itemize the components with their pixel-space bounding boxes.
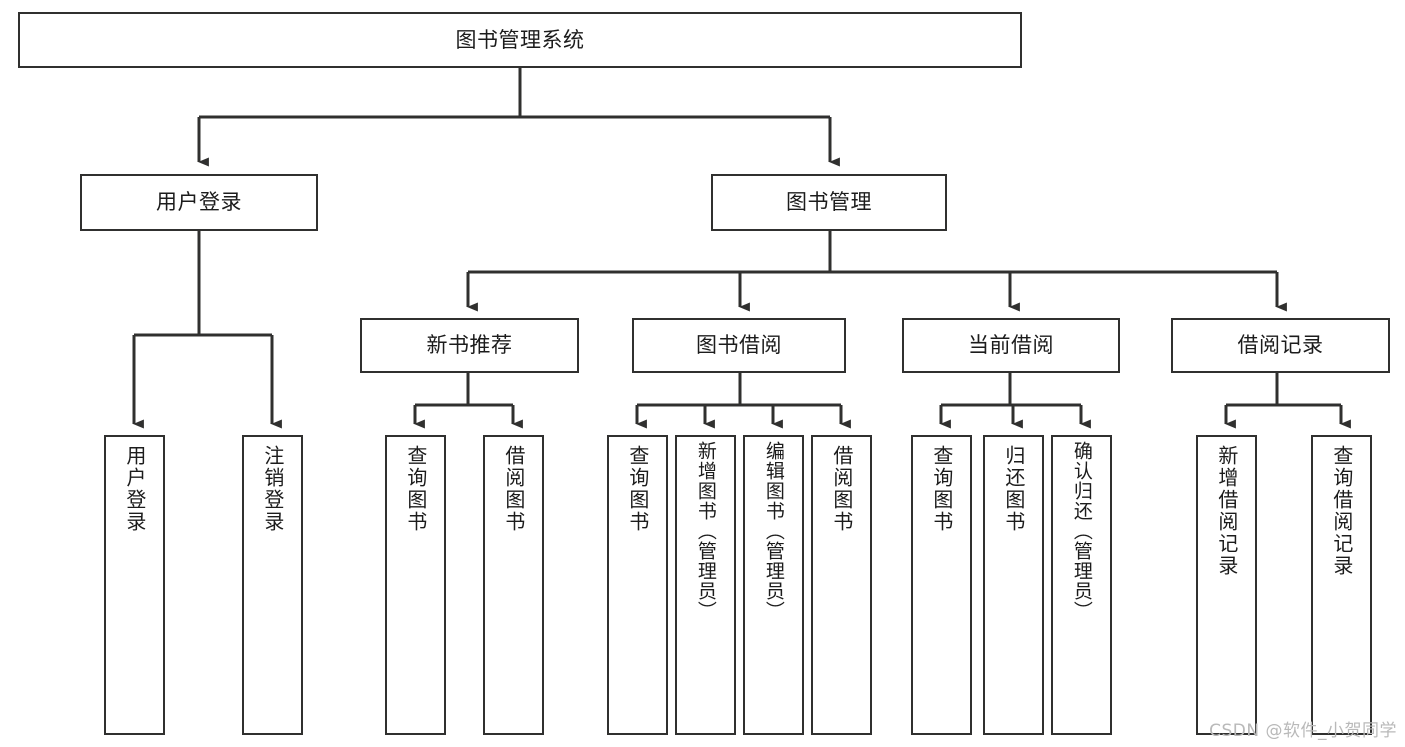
node-leaf-borrow-book-2[interactable]: 借阅图书	[811, 435, 872, 735]
node-user-login-label: 用户登录	[156, 190, 242, 215]
node-new-book-rec-label: 新书推荐	[426, 333, 513, 358]
node-leaf-return-book[interactable]: 归还图书	[983, 435, 1044, 735]
node-root-label: 图书管理系统	[455, 27, 585, 52]
node-current-borrow[interactable]: 当前借阅	[902, 318, 1120, 373]
node-book-manage-label: 图书管理	[786, 190, 872, 215]
node-leaf-confirm-return-label: 确认归还（管理员）	[1070, 441, 1093, 621]
node-leaf-query-book-2[interactable]: 查询图书	[607, 435, 668, 735]
node-borrow-record[interactable]: 借阅记录	[1171, 318, 1390, 373]
node-leaf-add-book-label: 新增图书（管理员）	[694, 441, 717, 621]
node-book-manage[interactable]: 图书管理	[711, 174, 947, 231]
node-current-borrow-label: 当前借阅	[968, 333, 1054, 358]
node-leaf-user-login[interactable]: 用户登录	[104, 435, 165, 735]
node-leaf-add-record-label: 新增借阅记录	[1214, 445, 1239, 577]
node-leaf-query-book-1-label: 查询图书	[403, 445, 428, 533]
node-leaf-user-login-label: 用户登录	[122, 445, 147, 533]
node-leaf-borrow-book-1-label: 借阅图书	[501, 445, 526, 533]
node-leaf-borrow-book-2-label: 借阅图书	[829, 445, 854, 533]
node-leaf-logout[interactable]: 注销登录	[242, 435, 303, 735]
node-user-login[interactable]: 用户登录	[80, 174, 318, 231]
node-root[interactable]: 图书管理系统	[18, 12, 1022, 68]
node-leaf-add-record[interactable]: 新增借阅记录	[1196, 435, 1257, 735]
node-leaf-edit-book[interactable]: 编辑图书（管理员）	[743, 435, 804, 735]
node-book-borrow-label: 图书借阅	[696, 333, 782, 358]
node-leaf-return-book-label: 归还图书	[1001, 445, 1026, 533]
node-new-book-rec[interactable]: 新书推荐	[360, 318, 579, 373]
node-leaf-logout-label: 注销登录	[260, 445, 285, 533]
node-leaf-query-book-1[interactable]: 查询图书	[385, 435, 446, 735]
node-leaf-query-book-3-label: 查询图书	[929, 445, 954, 533]
node-leaf-edit-book-label: 编辑图书（管理员）	[762, 441, 785, 621]
node-leaf-query-book-2-label: 查询图书	[625, 445, 650, 533]
node-book-borrow[interactable]: 图书借阅	[632, 318, 846, 373]
node-borrow-record-label: 借阅记录	[1237, 333, 1324, 358]
node-leaf-query-record[interactable]: 查询借阅记录	[1311, 435, 1372, 735]
node-leaf-query-book-3[interactable]: 查询图书	[911, 435, 972, 735]
csdn-watermark: CSDN @软件_小贺同学	[1209, 721, 1397, 741]
node-leaf-add-book[interactable]: 新增图书（管理员）	[675, 435, 736, 735]
node-leaf-confirm-return[interactable]: 确认归还（管理员）	[1051, 435, 1112, 735]
node-leaf-borrow-book-1[interactable]: 借阅图书	[483, 435, 544, 735]
node-leaf-query-record-label: 查询借阅记录	[1329, 445, 1354, 577]
